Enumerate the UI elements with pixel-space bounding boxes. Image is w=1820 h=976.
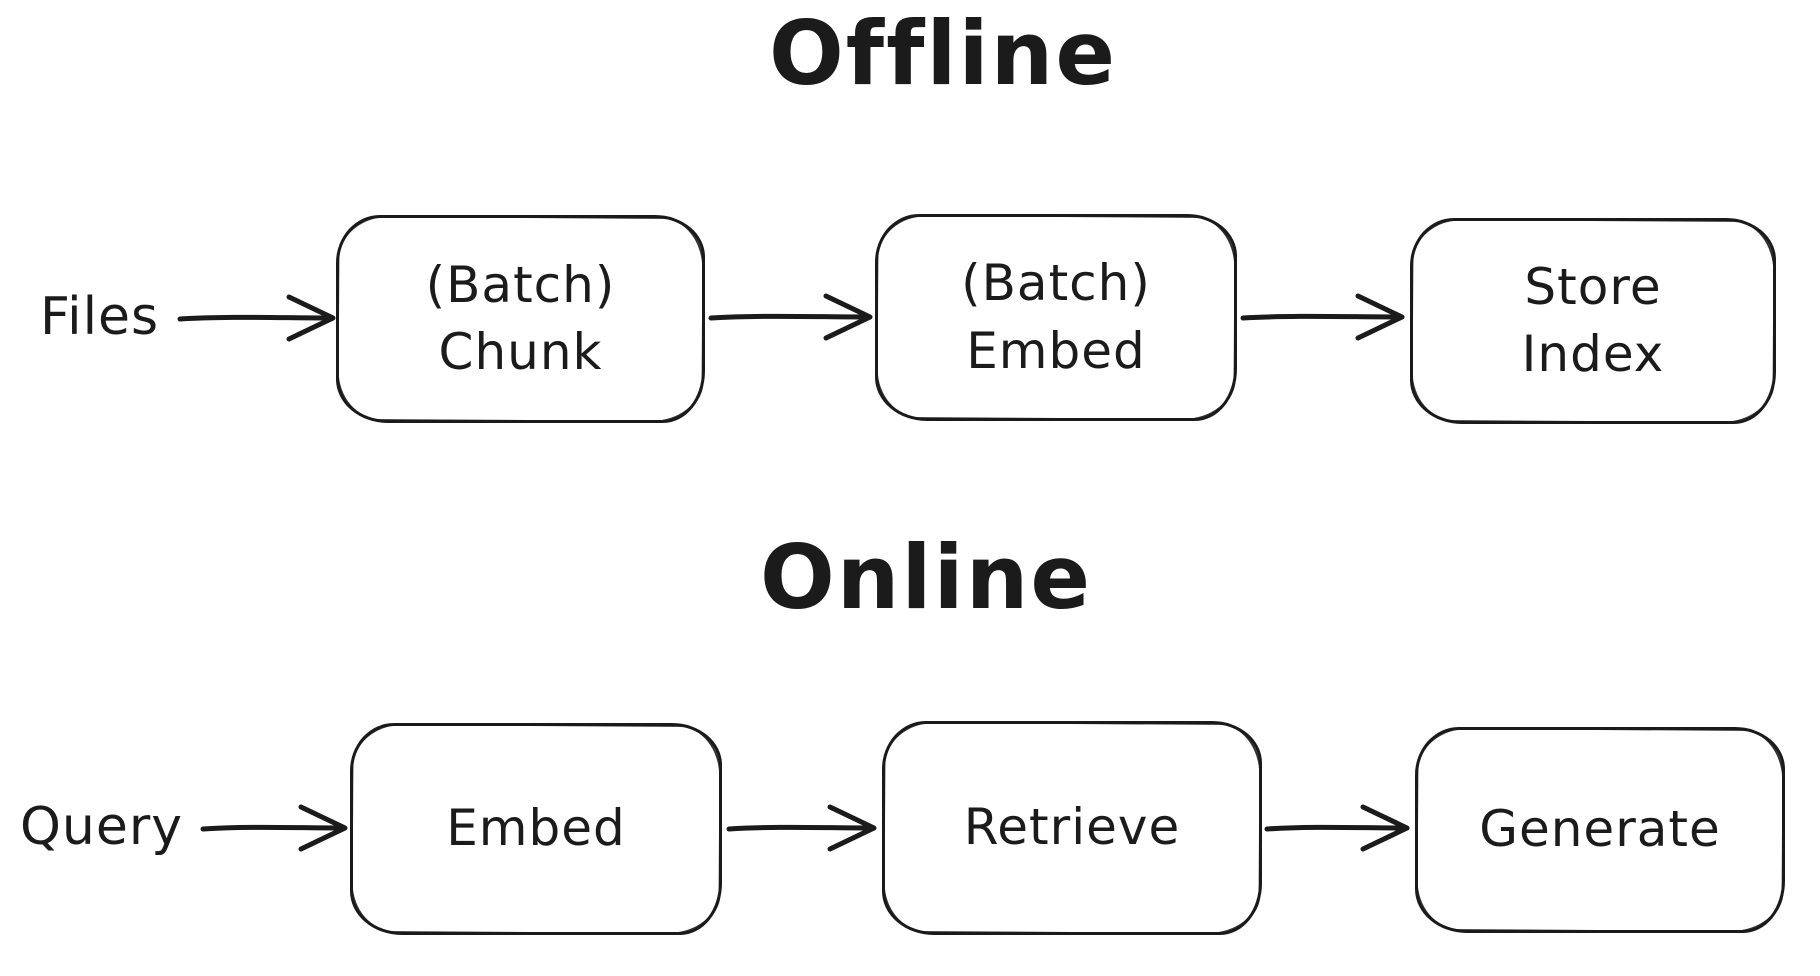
input-label-files: Files: [40, 287, 160, 347]
input-label-query: Query: [20, 797, 184, 857]
node-label: Generate: [1479, 800, 1721, 859]
node-label: (Batch): [425, 255, 616, 314]
arrow-query-to-embed-icon: [200, 804, 348, 852]
arrow-chunk-to-embed-icon: [708, 293, 873, 341]
node-batch-chunk: (Batch) Chunk: [336, 215, 705, 423]
node-label: Index: [1521, 325, 1665, 383]
node-batch-embed: (Batch) Embed: [875, 214, 1237, 421]
arrow-embed-to-store-icon: [1240, 293, 1405, 341]
node-embed: Embed: [350, 723, 722, 935]
arrow-retrieve-to-generate-icon: [1264, 804, 1410, 852]
node-generate: Generate: [1415, 727, 1785, 933]
node-label: (Batch): [961, 254, 1151, 312]
node-label: Chunk: [438, 323, 603, 381]
node-label: Retrieve: [963, 798, 1181, 857]
section-title-offline: Offline: [768, 2, 1118, 105]
section-title-online: Online: [759, 526, 1093, 629]
node-store-index: Store Index: [1410, 218, 1776, 424]
arrow-files-to-chunk-icon: [177, 294, 336, 342]
arrow-embed-to-retrieve-icon: [726, 804, 877, 852]
node-label: Store: [1524, 257, 1662, 316]
node-label: Embed: [966, 321, 1146, 380]
node-retrieve: Retrieve: [882, 721, 1262, 935]
node-label: Embed: [446, 799, 626, 858]
